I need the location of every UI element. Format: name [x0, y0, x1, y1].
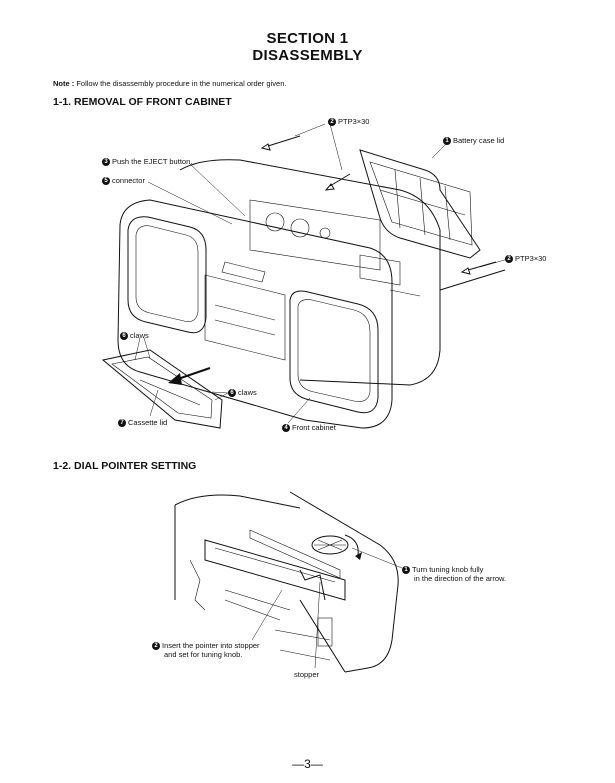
- section-heading-dial-pointer: 1-2. DIAL POINTER SETTING: [53, 460, 197, 472]
- section-number: SECTION 1: [266, 30, 349, 47]
- page-number: —3—: [292, 757, 323, 771]
- note-label: Note :: [53, 79, 75, 88]
- procedure-note: Note : Follow the disassembly procedure …: [53, 79, 286, 88]
- page-title: DISASSEMBLY: [252, 47, 363, 64]
- dial-pointer-diagram: [174, 491, 403, 673]
- note-text: Follow the disassembly procedure in the …: [76, 79, 287, 88]
- front-cabinet-diagram: [101, 123, 509, 429]
- section-heading-front-cabinet: 1-1. REMOVAL OF FRONT CABINET: [53, 96, 232, 108]
- callout-stopper: stopper: [294, 670, 320, 679]
